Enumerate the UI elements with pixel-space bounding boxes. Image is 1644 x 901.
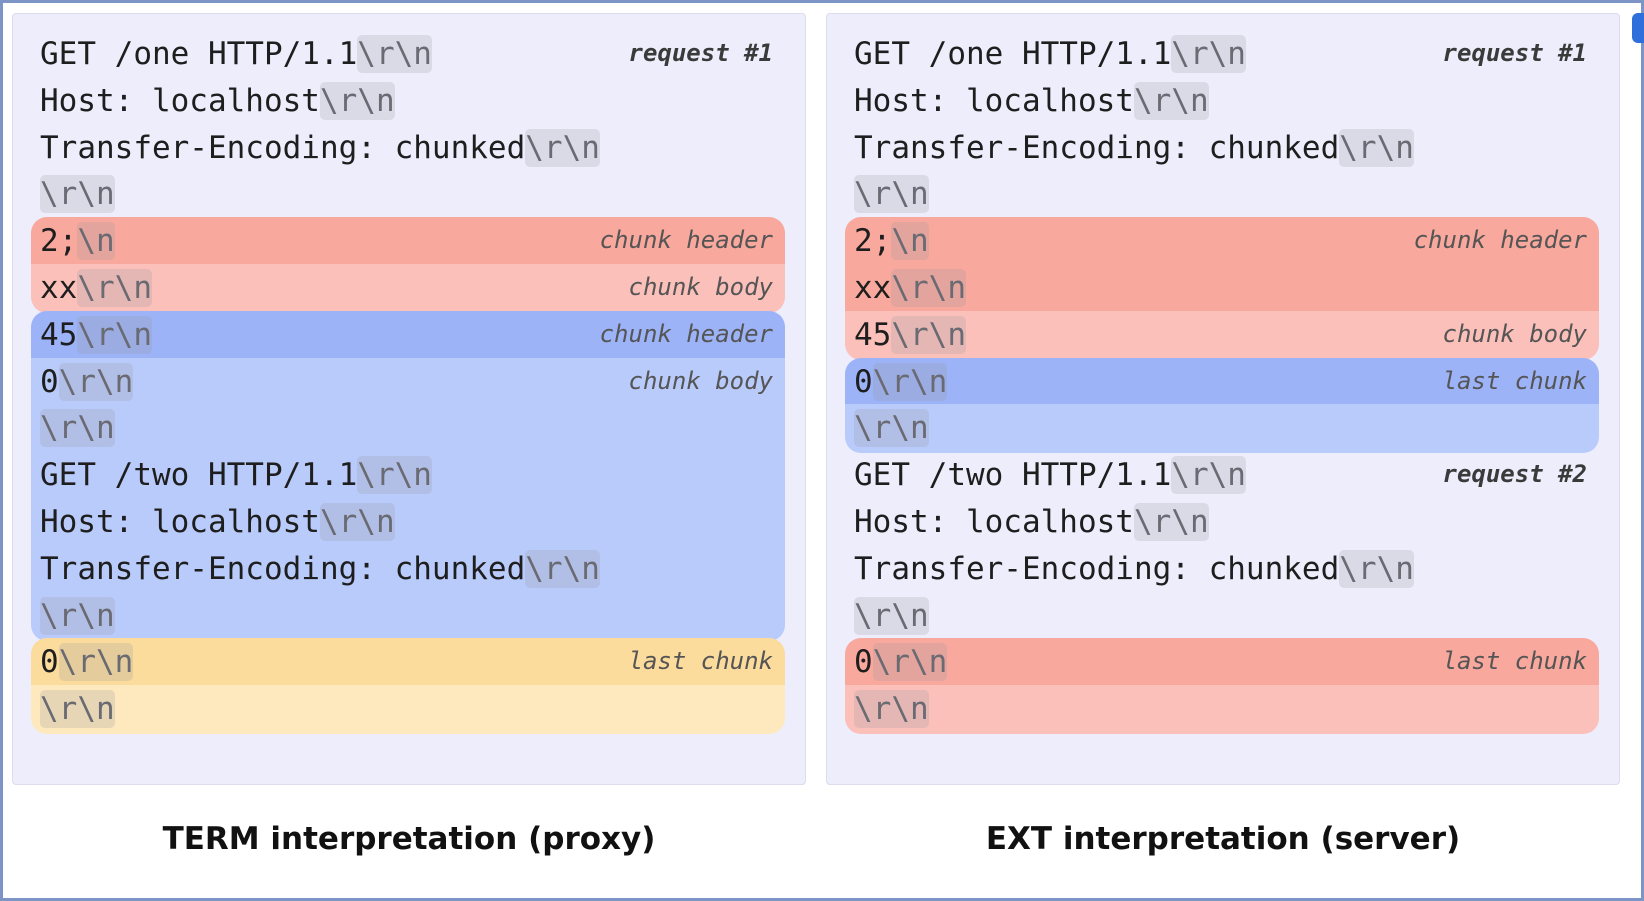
- line-annotation: request #1: [628, 39, 774, 67]
- control-chars: \r\n: [854, 596, 929, 635]
- control-chars: \n: [77, 222, 115, 261]
- code-text: xx: [40, 270, 78, 306]
- control-chars: \r\n: [872, 362, 948, 401]
- code-line: \r\n: [845, 592, 1599, 641]
- code-line: Transfer-Encoding: chunked\r\n: [31, 124, 785, 173]
- code-text: 2;: [854, 223, 892, 260]
- code-line: GET /one HTTP/1.1\r\n request #1: [31, 30, 785, 79]
- code-text: 0: [40, 363, 59, 400]
- control-chars: \r\n: [40, 175, 115, 214]
- code-line: Host: localhost\r\n: [31, 77, 785, 126]
- code-line: xx\r\n: [845, 264, 1599, 313]
- code-line: 2;\n chunk header: [845, 217, 1599, 267]
- control-chars: \r\n: [77, 269, 152, 307]
- code-text: Host: localhost: [40, 82, 320, 119]
- code-line: Transfer-Encoding: chunked\r\n: [845, 124, 1599, 173]
- control-chars: \r\n: [891, 269, 966, 307]
- code-text: Transfer-Encoding: chunked: [854, 550, 1340, 587]
- control-chars: \r\n: [319, 81, 395, 120]
- control-chars: \r\n: [1339, 549, 1414, 588]
- right-caption: EXT interpretation (server): [985, 821, 1461, 857]
- line-annotation: last chunk: [1442, 647, 1588, 676]
- code-line: \r\n: [31, 685, 785, 735]
- code-text: Transfer-Encoding: chunked: [854, 129, 1340, 166]
- code-text: GET /one HTTP/1.1: [40, 36, 358, 72]
- code-text: Host: localhost: [854, 504, 1134, 540]
- code-text: Host: localhost: [40, 504, 320, 540]
- code-line: 2;\n chunk header: [31, 217, 785, 267]
- code-line: 0\r\n last chunk: [845, 638, 1599, 688]
- control-chars: \r\n: [357, 456, 432, 495]
- control-chars: \r\n: [40, 409, 115, 448]
- code-line: 45\r\n chunk body: [845, 310, 1599, 360]
- code-text: 45: [854, 316, 892, 353]
- control-chars: \r\n: [872, 643, 948, 682]
- control-chars: \r\n: [525, 549, 600, 588]
- code-line: Transfer-Encoding: chunked\r\n: [31, 544, 785, 594]
- code-line: 0\r\n last chunk: [845, 357, 1599, 407]
- control-chars: \r\n: [77, 315, 152, 354]
- code-line: xx\r\n chunk body: [31, 264, 785, 313]
- line-annotation: chunk header: [599, 226, 773, 255]
- code-text: Transfer-Encoding: chunked: [40, 129, 526, 166]
- code-text: 0: [854, 363, 873, 400]
- control-chars: \r\n: [357, 35, 432, 73]
- code-line: \r\n: [845, 404, 1599, 454]
- line-annotation: chunk header: [599, 319, 773, 348]
- line-annotation: last chunk: [628, 647, 774, 676]
- code-text: 2;: [40, 223, 78, 260]
- control-chars: \r\n: [525, 128, 600, 167]
- line-annotation: request #2: [1442, 460, 1588, 489]
- code-line: Host: localhost\r\n: [845, 77, 1599, 126]
- code-text: 0: [854, 644, 873, 681]
- line-annotation: request #1: [1442, 39, 1588, 67]
- code-text: 0: [40, 644, 59, 681]
- control-chars: \r\n: [1171, 456, 1246, 495]
- line-annotation: chunk header: [1413, 226, 1587, 255]
- code-text: xx: [854, 270, 892, 306]
- code-line: Transfer-Encoding: chunked\r\n: [845, 545, 1599, 594]
- line-annotation: chunk body: [1442, 319, 1588, 348]
- control-chars: \r\n: [891, 315, 966, 354]
- code-line: 0\r\n last chunk: [31, 638, 785, 688]
- control-chars: \r\n: [40, 690, 115, 729]
- control-chars: \r\n: [319, 503, 395, 541]
- code-line: 0\r\n chunk body: [31, 357, 785, 407]
- code-text: Host: localhost: [854, 82, 1134, 119]
- code-line: Host: localhost\r\n: [31, 498, 785, 547]
- control-chars: \r\n: [854, 690, 929, 729]
- control-chars: \r\n: [1339, 128, 1414, 167]
- control-chars: \r\n: [1133, 81, 1209, 120]
- code-text: GET /two HTTP/1.1: [854, 457, 1172, 494]
- line-annotation: chunk body: [628, 366, 774, 395]
- code-line: \r\n: [31, 404, 785, 454]
- code-line: GET /two HTTP/1.1\r\n: [31, 451, 785, 501]
- code-line: \r\n: [845, 170, 1599, 219]
- edge-marker: [1632, 13, 1644, 43]
- control-chars: \r\n: [58, 362, 134, 401]
- code-line: \r\n: [31, 170, 785, 219]
- code-line: Host: localhost\r\n: [845, 498, 1599, 547]
- code-text: GET /one HTTP/1.1: [854, 36, 1172, 72]
- code-line: 45\r\n chunk header: [31, 310, 785, 360]
- line-annotation: chunk body: [628, 273, 774, 301]
- line-annotation: last chunk: [1442, 366, 1588, 395]
- control-chars: \r\n: [1171, 35, 1246, 73]
- code-line: \r\n: [845, 685, 1599, 735]
- code-line: GET /one HTTP/1.1\r\n request #1: [845, 30, 1599, 79]
- control-chars: \n: [891, 222, 929, 261]
- control-chars: \r\n: [58, 643, 134, 682]
- code-text: Transfer-Encoding: chunked: [40, 550, 526, 587]
- control-chars: \r\n: [40, 596, 115, 635]
- code-text: GET /two HTTP/1.1: [40, 457, 358, 494]
- control-chars: \r\n: [1133, 503, 1209, 541]
- code-text: 45: [40, 316, 78, 353]
- control-chars: \r\n: [854, 409, 929, 448]
- code-line: \r\n: [31, 591, 785, 641]
- control-chars: \r\n: [854, 175, 929, 214]
- code-line: GET /two HTTP/1.1\r\n request #2: [845, 451, 1599, 500]
- left-caption: TERM interpretation (proxy): [162, 821, 656, 857]
